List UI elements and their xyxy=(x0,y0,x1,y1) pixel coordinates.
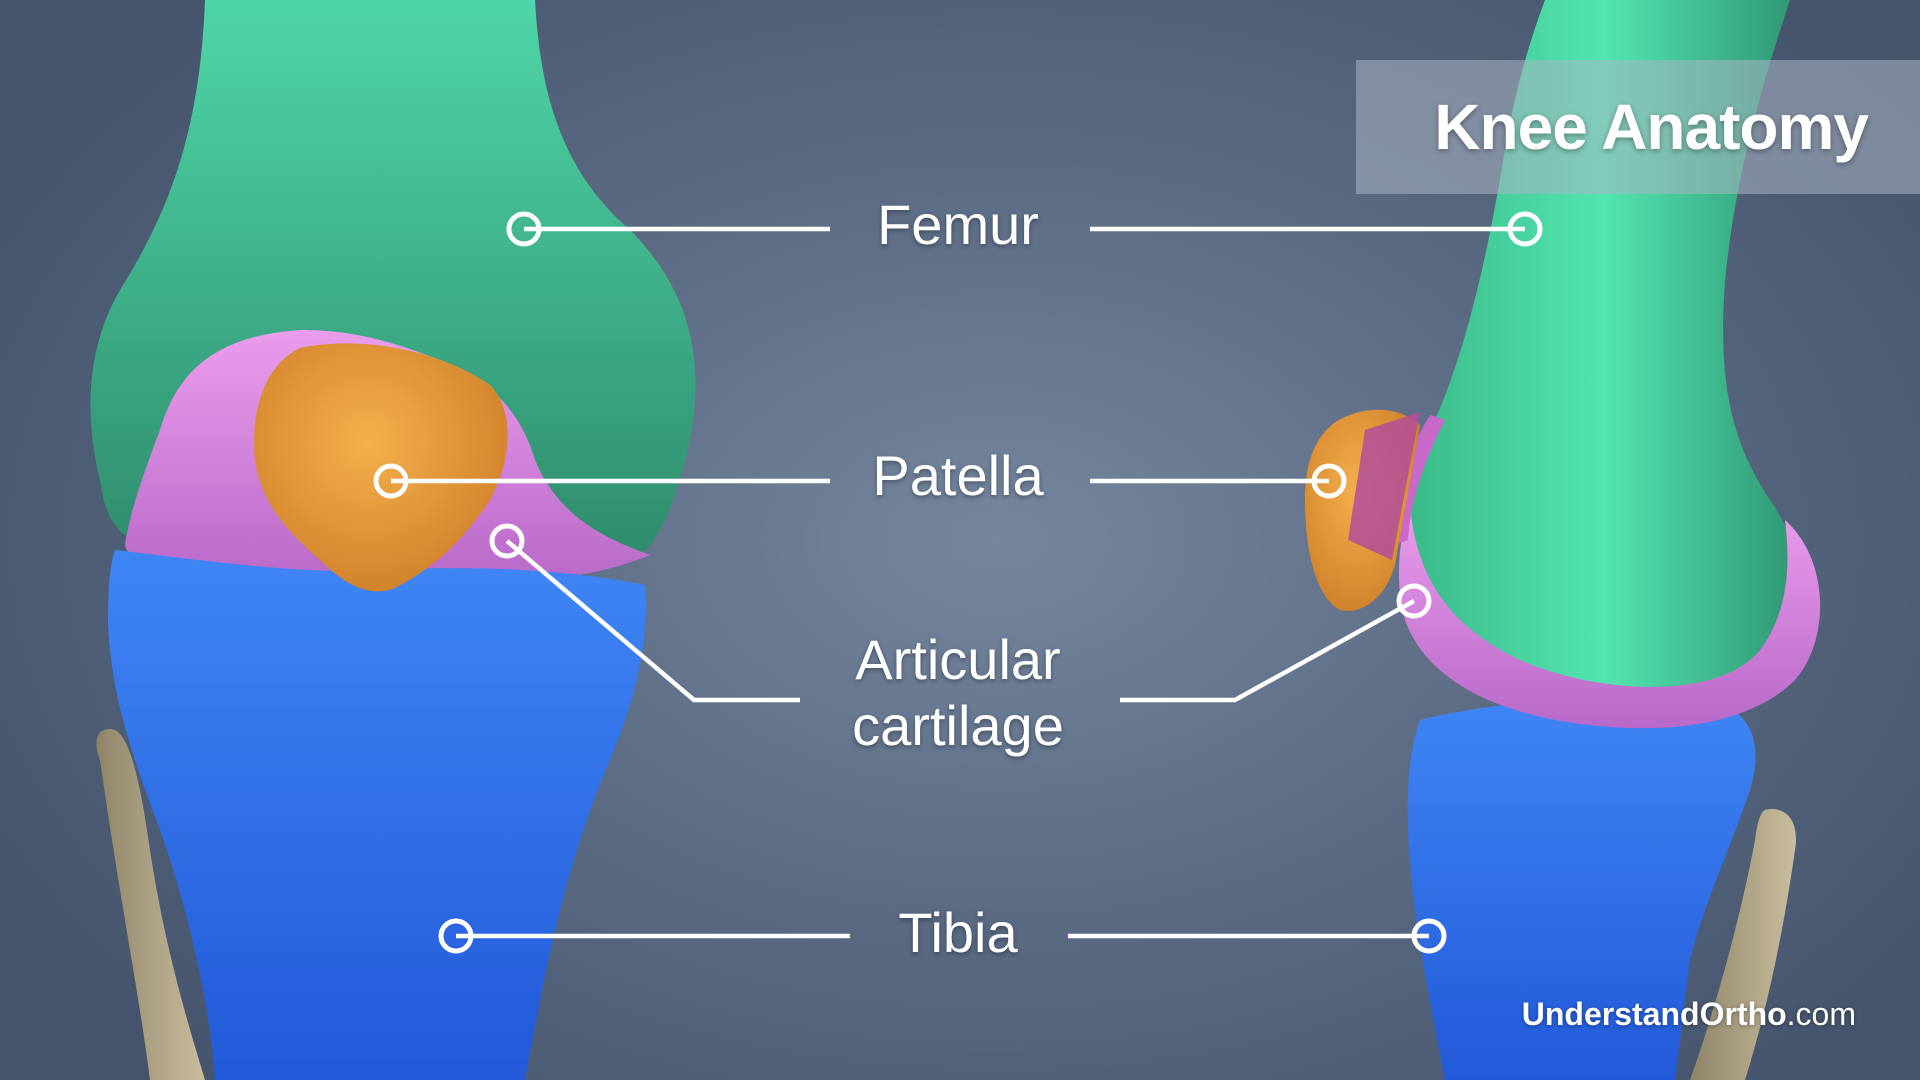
patella-pin-right xyxy=(1311,463,1347,499)
label-femur: Femur xyxy=(877,192,1039,258)
brand-bold: UnderstandOrtho xyxy=(1521,996,1787,1032)
side-fibula xyxy=(1690,809,1796,1080)
page-title: Knee Anatomy xyxy=(1434,91,1869,163)
tibia-pin-right xyxy=(1411,918,1447,954)
cartilage-leader-left xyxy=(505,539,800,703)
tibia-pin-left xyxy=(438,918,474,954)
femur-pin-right xyxy=(1507,211,1543,247)
cartilage-leader-right xyxy=(1120,599,1416,703)
brand-logo: UnderstandOrtho.com xyxy=(1522,996,1856,1033)
label-tibia: Tibia xyxy=(898,900,1017,966)
label-articular-cartilage: Articular cartilage xyxy=(852,627,1064,759)
label-cartilage-line1: Articular xyxy=(855,628,1061,691)
side-patella-cartilage xyxy=(1348,412,1420,560)
brand-suffix: .com xyxy=(1786,996,1856,1032)
label-femur-text: Femur xyxy=(877,193,1039,256)
cartilage-pin-right xyxy=(1396,583,1432,619)
side-cartilage xyxy=(1398,505,1821,729)
label-patella-text: Patella xyxy=(872,444,1044,507)
leaders xyxy=(373,211,1543,954)
label-patella: Patella xyxy=(872,443,1043,509)
label-cartilage-line2: cartilage xyxy=(852,694,1064,757)
femur-pin-left xyxy=(506,211,542,247)
label-tibia-text: Tibia xyxy=(898,901,1018,964)
title-box: Knee Anatomy xyxy=(1356,60,1920,194)
patella-pin-left xyxy=(373,463,409,499)
front-view xyxy=(90,0,696,1080)
front-tibia xyxy=(108,550,646,1080)
cartilage-pin-left xyxy=(489,523,525,559)
front-fibula xyxy=(96,729,205,1080)
side-tibia xyxy=(1407,698,1756,1080)
side-cartilage-front xyxy=(1395,415,1445,545)
